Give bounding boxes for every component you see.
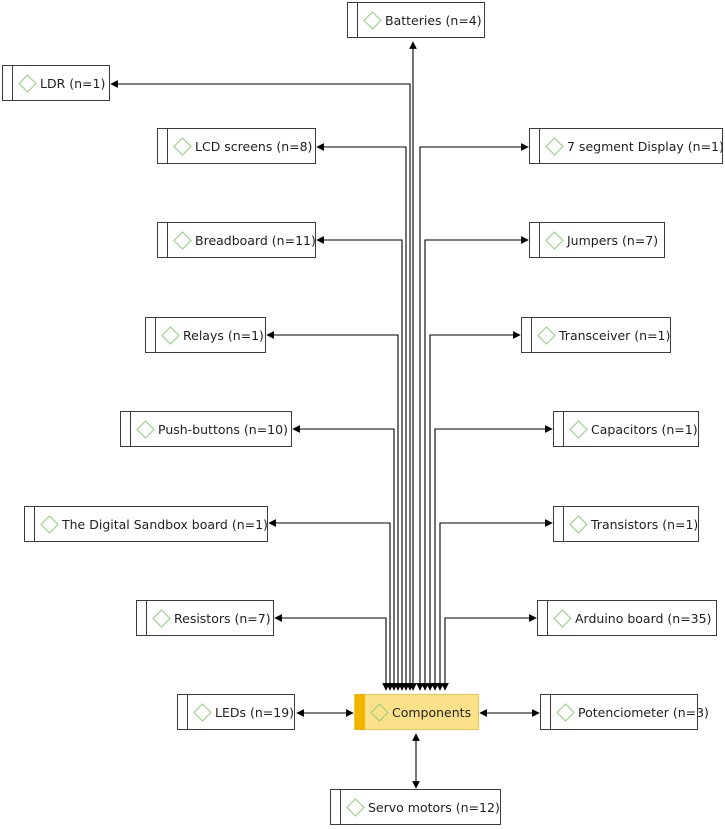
diamond-icon [569,419,588,439]
diamond-icon [173,230,192,250]
edge-relays [266,331,402,691]
node-transceiver[interactable]: Transceiver (n=1) [521,317,671,353]
edge-transceiver [426,331,521,691]
edge-digital-sandbox-board [268,519,394,691]
node-label: Transistors (n=1) [591,516,699,532]
node-label: LCD screens (n=8) [195,138,313,154]
node-batteries[interactable]: Batteries (n=4) [347,2,485,38]
edge-resistors [274,614,390,691]
edge-jumpers [421,236,529,691]
edge-push-buttons [292,425,398,691]
node-label: LEDs (n=19) [215,704,295,720]
edge-7-segment-display [416,143,529,691]
node-label: Breadboard (n=11) [195,232,316,248]
diamond-icon [193,702,212,722]
edge-arduino-board [441,614,537,691]
diamond-icon [363,10,382,30]
diamond-icon [161,325,180,345]
node-jumpers[interactable]: Jumpers (n=7) [529,222,665,258]
node-label: Relays (n=1) [183,327,264,343]
diamond-icon [370,702,389,722]
node-label: Arduino board (n=35) [575,610,712,626]
diamond-icon [346,797,365,817]
node-potenciometer[interactable]: Potenciometer (n=3) [540,694,709,730]
diamond-icon [136,419,155,439]
node-label: The Digital Sandbox board (n=1) [62,516,268,532]
node-servo-motors[interactable]: Servo motors (n=12) [330,789,501,825]
node-components[interactable]: Components [354,694,479,730]
node-breadboard[interactable]: Breadboard (n=11) [157,222,316,258]
diamond-icon [556,702,575,722]
node-label: Components [392,704,472,720]
diamond-icon [18,73,37,93]
node-digital-sandbox-board[interactable]: The Digital Sandbox board (n=1) [24,506,268,542]
diamond-icon [152,608,171,628]
node-label: LDR (n=1) [40,75,106,91]
diamond-icon [40,514,59,534]
diamond-icon [537,325,556,345]
node-label: Resistors (n=7) [174,610,271,626]
edge-capacitors [431,425,553,691]
node-label: Batteries (n=4) [385,12,482,28]
node-capacitors[interactable]: Capacitors (n=1) [553,411,699,447]
node-lcd-screens[interactable]: LCD screens (n=8) [157,128,316,164]
edge-breadboard [316,236,406,691]
node-transistors[interactable]: Transistors (n=1) [553,506,699,542]
diamond-icon [553,608,572,628]
node-label: Jumpers (n=7) [567,232,659,248]
node-label: Push-buttons (n=10) [158,421,288,437]
diamond-icon [545,136,564,156]
edge-transistors [436,519,553,691]
diamond-icon [569,514,588,534]
node-ldr[interactable]: LDR (n=1) [2,65,110,101]
node-label: Transceiver (n=1) [559,327,671,343]
diamond-icon [545,230,564,250]
node-resistors[interactable]: Resistors (n=7) [136,600,274,636]
node-label: 7 segment Display (n=1) [567,138,724,154]
node-push-buttons[interactable]: Push-buttons (n=10) [120,411,292,447]
edge-ldr [110,80,414,691]
edge-lcd-screens [316,143,410,691]
node-label: Potenciometer (n=3) [578,704,709,720]
node-label: Servo motors (n=12) [368,799,500,815]
node-label: Capacitors (n=1) [591,421,698,437]
node-leds[interactable]: LEDs (n=19) [177,694,295,730]
diamond-icon [173,136,192,156]
node-arduino-board[interactable]: Arduino board (n=35) [537,600,717,636]
node-7-segment-display[interactable]: 7 segment Display (n=1) [529,128,724,164]
node-relays[interactable]: Relays (n=1) [145,317,266,353]
